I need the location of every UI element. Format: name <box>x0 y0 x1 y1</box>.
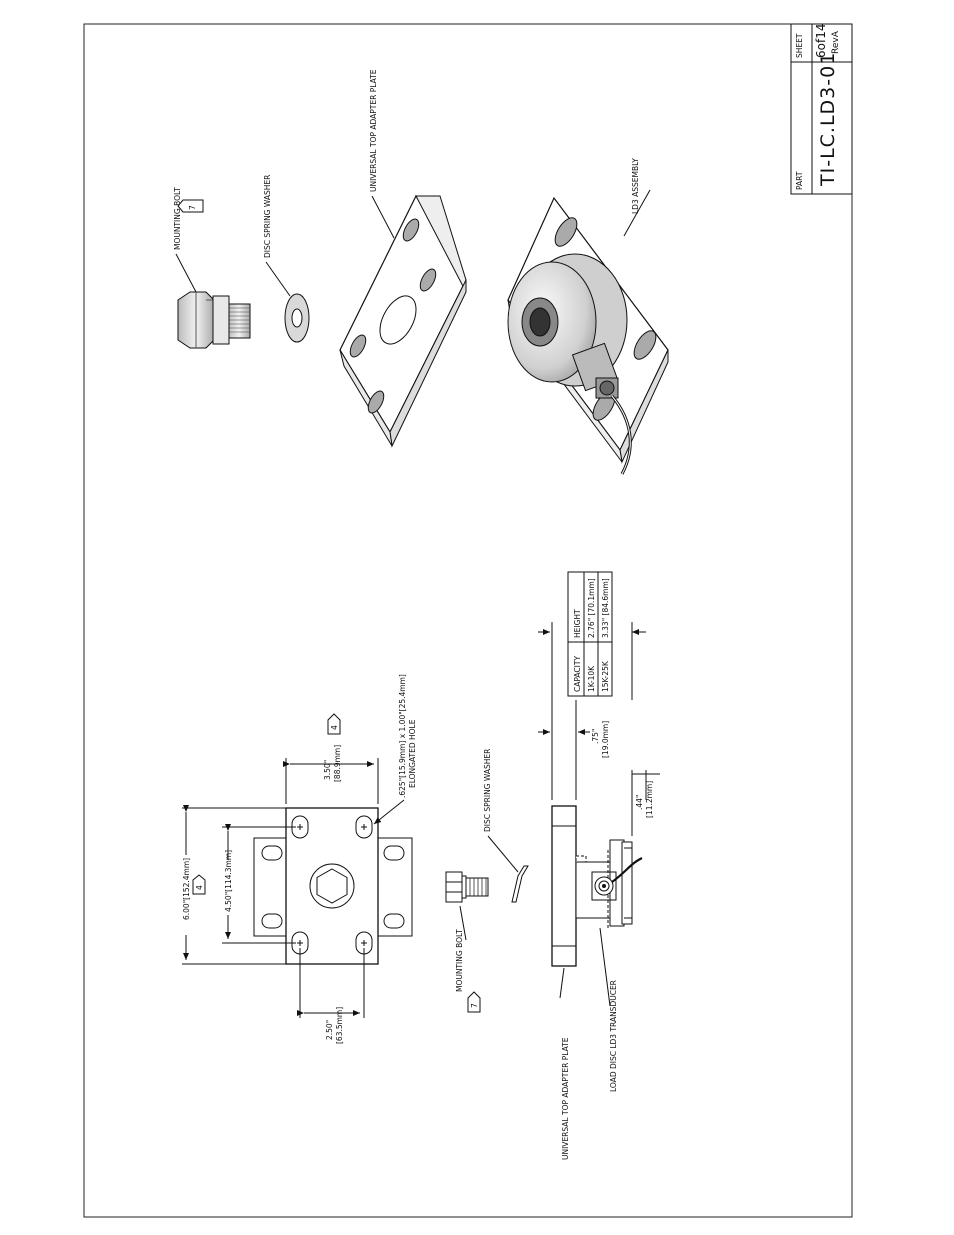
part-label: PART <box>795 171 804 190</box>
svg-text:UNIVERSAL TOP ADAPTER PLATE: UNIVERSAL TOP ADAPTER PLATE <box>369 69 378 192</box>
svg-text:3.50": 3.50" <box>323 760 332 780</box>
title-block: PART TI-LC.LD3-01 SHEET 6of14 RevA <box>790 23 853 195</box>
top-view: 6.00"[152.4mm] 4 4.50"[114.3mm] 2.50" <box>182 674 417 1044</box>
height-table: CAPACITY HEIGHT 1K-10K 2.76" [70.1mm] 15… <box>567 571 613 697</box>
dim-height <box>538 622 646 700</box>
svg-text:.625"[15.9mm] x 1.00"[25.4mm]: .625"[15.9mm] x 1.00"[25.4mm] <box>398 674 407 798</box>
table-header-capacity: CAPACITY <box>573 656 582 692</box>
revision: RevA <box>831 30 841 54</box>
svg-text:[63.5mm]: [63.5mm] <box>335 1007 344 1044</box>
iso-mounting-bolt <box>177 291 251 349</box>
dim-overall-width: 6.00"[152.4mm] 4 <box>182 805 286 965</box>
svg-text:[88.9mm]: [88.9mm] <box>333 745 342 782</box>
slot-callout: .625"[15.9mm] x 1.00"[25.4mm] ELONGATED … <box>373 674 417 825</box>
sheet-number: 6of14 <box>814 24 828 58</box>
side-top-adapter-plate: UNIVERSAL TOP ADAPTER PLATE <box>551 805 577 1160</box>
side-mounting-bolt: MOUNTING BOLT 7 <box>445 871 489 1013</box>
table-row-capacity: 15K-25K <box>601 660 610 692</box>
dim-hole-spacing-long: 4.50"[114.3mm] <box>222 824 296 944</box>
part-number: TI-LC.LD3-01 <box>817 52 839 187</box>
svg-text:MOUNTING BOLT: MOUNTING BOLT <box>455 929 464 992</box>
exploded-view: MOUNTING BOLT 7 DISC SPRING WASHER <box>173 69 669 475</box>
svg-text:6.00"[152.4mm]: 6.00"[152.4mm] <box>182 858 191 920</box>
dim-offset: .44" [11.2mm] <box>631 770 660 836</box>
svg-text:DISC SPRING WASHER: DISC SPRING WASHER <box>483 749 492 832</box>
svg-text:[19.0mm]: [19.0mm] <box>601 721 610 758</box>
side-ld3-transducer: LOAD DISC LD3 TRANSDUCER <box>575 839 643 1092</box>
svg-text:7: 7 <box>188 205 197 210</box>
dim-plate-thickness: .75" [19.0mm] <box>538 622 610 800</box>
iso-top-adapter-plate: UNIVERSAL TOP ADAPTER PLATE <box>339 69 467 448</box>
iso-mounting-bolt-label: MOUNTING BOLT 7 <box>173 187 204 293</box>
elongated-holes <box>291 815 373 955</box>
svg-text:2.50": 2.50" <box>325 1020 334 1040</box>
svg-text:ELONGATED HOLE: ELONGATED HOLE <box>408 719 417 788</box>
svg-text:.44": .44" <box>635 795 644 810</box>
dim-plate-depth: 3.50" [88.9mm] 4 <box>283 713 379 804</box>
svg-text:[11.2mm]: [11.2mm] <box>645 781 654 818</box>
svg-text:7: 7 <box>470 1003 479 1008</box>
sheet-label: SHEET <box>795 33 804 58</box>
table-header-height: HEIGHT <box>573 609 582 638</box>
table-row-height: 2.76" [70.1mm] <box>587 578 596 638</box>
table-row-height: 3.33" [84.6mm] <box>601 578 610 638</box>
iso-disc-spring-washer: DISC SPRING WASHER <box>263 175 310 343</box>
svg-text:MOUNTING BOLT: MOUNTING BOLT <box>173 187 182 250</box>
svg-text:UNIVERSAL TOP ADAPTER PLATE: UNIVERSAL TOP ADAPTER PLATE <box>561 1037 570 1160</box>
dim-hole-spacing-short: 2.50" [63.5mm] <box>297 948 365 1044</box>
table-row-capacity: 1K-10K <box>587 665 596 692</box>
iso-ld3-assembly: LD3 ASSEMBLY <box>507 158 669 475</box>
drawing-border <box>83 23 853 1218</box>
svg-text:DISC SPRING WASHER: DISC SPRING WASHER <box>263 175 272 258</box>
side-view: MOUNTING BOLT 7 DISC SPRING WASHER UNIVE… <box>445 622 660 1160</box>
svg-text:4.50"[114.3mm]: 4.50"[114.3mm] <box>224 850 233 912</box>
svg-text:LOAD DISC LD3 TRANSDUCER: LOAD DISC LD3 TRANSDUCER <box>609 980 618 1092</box>
svg-text:LD3 ASSEMBLY: LD3 ASSEMBLY <box>631 158 640 214</box>
side-disc-spring-washer: DISC SPRING WASHER <box>483 749 529 903</box>
svg-text:4: 4 <box>330 725 339 730</box>
svg-text:.75": .75" <box>591 729 600 744</box>
svg-text:4: 4 <box>195 885 204 890</box>
